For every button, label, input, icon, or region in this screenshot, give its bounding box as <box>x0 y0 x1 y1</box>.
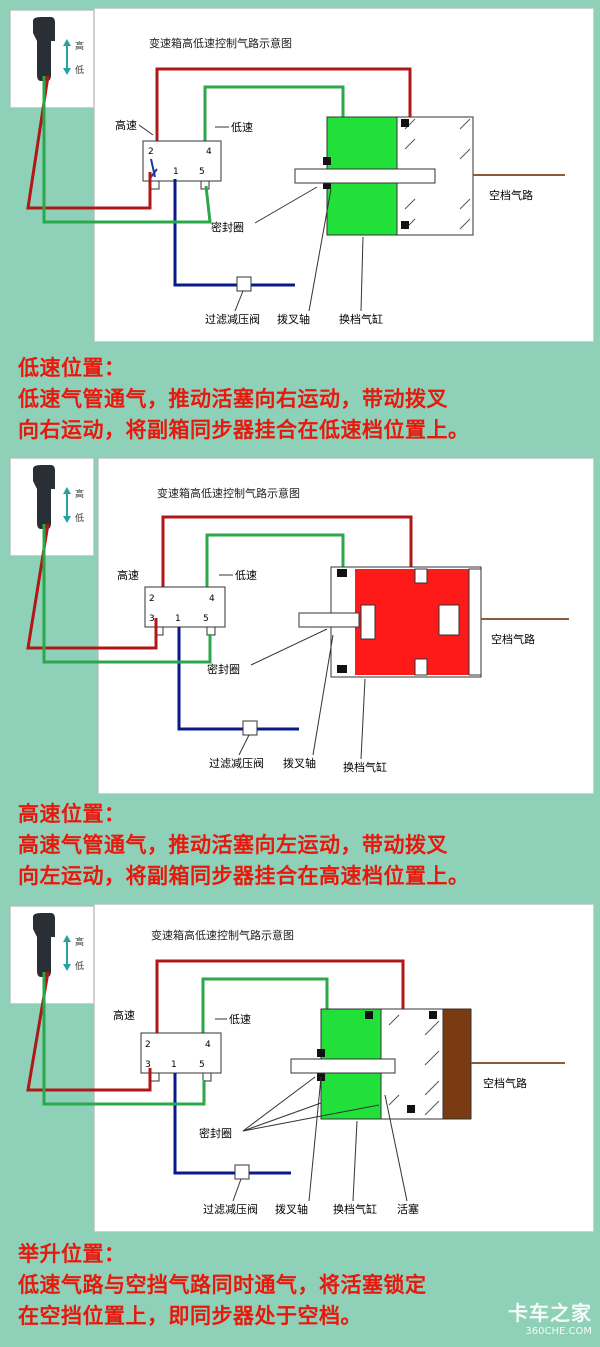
watermark: 卡车之家 360CHE.COM <box>508 1297 592 1337</box>
port-3: 3 <box>145 1060 151 1070</box>
caption-line-2: 在空挡位置上，即同步器处于空档。 <box>18 1303 362 1328</box>
diagram-high: 变速箱高低速控制气路示意图 2 4 3 1 5 高速 低速 <box>98 458 594 794</box>
knob-high-label: 高 <box>75 936 84 948</box>
label-seal: 密封圈 <box>207 662 240 676</box>
panel-lift: 高 低 变速箱高低速控制气路示意图 2 4 3 1 5 高速 低速 <box>0 900 600 1347</box>
port-5: 5 <box>199 167 205 177</box>
label-cylinder: 换档气缸 <box>339 312 383 326</box>
caption-title: 低速位置： <box>18 355 126 380</box>
caption-line-2: 向右运动，将副箱同步器挂合在低速档位置上。 <box>18 417 470 442</box>
label-neutral-air: 空档气路 <box>491 632 535 646</box>
label-cylinder: 换档气缸 <box>343 760 387 774</box>
port-2: 2 <box>145 1040 151 1050</box>
knob-low-label: 低 <box>75 512 84 524</box>
port-2: 2 <box>148 147 154 157</box>
label-seal: 密封圈 <box>199 1126 232 1140</box>
knob-high-label: 高 <box>75 40 84 52</box>
caption-title: 高速位置： <box>18 801 126 826</box>
label-low: 低速 <box>229 1013 251 1026</box>
label-high: 高速 <box>117 568 139 582</box>
port-1: 1 <box>173 167 179 177</box>
diagram-title: 变速箱高低速控制气路示意图 <box>149 36 292 50</box>
knob-low-label: 低 <box>75 64 84 76</box>
caption-line-2: 向左运动，将副箱同步器挂合在高速档位置上。 <box>18 863 470 888</box>
caption-line-1: 低速气管通气，推动活塞向右运动，带动拨叉 <box>18 386 448 411</box>
port-5: 5 <box>203 614 209 624</box>
panel-low: 高 低 变速箱高低速控制气路示意图 2 4 1 5 高速 低速 <box>0 0 600 450</box>
label-shift-fork: 拨叉轴 <box>275 1202 308 1216</box>
label-neutral-air: 空档气路 <box>483 1076 527 1090</box>
label-seal: 密封圈 <box>211 220 244 234</box>
caption-line-1: 低速气路与空挡气路同时通气，将活塞锁定 <box>18 1272 427 1297</box>
label-shift-fork: 拨叉轴 <box>283 756 316 770</box>
watermark-site: 360CHE.COM <box>525 1326 592 1337</box>
label-low: 低速 <box>235 569 257 582</box>
port-4: 4 <box>206 147 212 157</box>
diagram-lift: 变速箱高低速控制气路示意图 2 4 3 1 5 高速 低速 <box>94 904 594 1232</box>
caption-high: 高速位置： 高速气管通气，推动活塞向左运动，带动拨叉 向左运动，将副箱同步器挂合… <box>18 798 470 891</box>
label-filter-valve: 过滤减压阀 <box>209 756 264 770</box>
shift-knob-image: 高 低 <box>10 458 94 556</box>
label-neutral-air: 空档气路 <box>489 188 533 202</box>
port-1: 1 <box>175 614 181 624</box>
label-filter-valve: 过滤减压阀 <box>205 312 260 326</box>
panel-high: 高 低 变速箱高低速控制气路示意图 2 4 3 1 5 高速 低速 <box>0 452 600 898</box>
knob-low-label: 低 <box>75 960 84 972</box>
diagram-title: 变速箱高低速控制气路示意图 <box>151 928 294 942</box>
port-4: 4 <box>209 594 215 604</box>
port-1: 1 <box>171 1060 177 1070</box>
caption-lift: 举升位置： 低速气路与空挡气路同时通气，将活塞锁定 在空挡位置上，即同步器处于空… <box>18 1238 427 1331</box>
port-5: 5 <box>199 1060 205 1070</box>
label-piston: 活塞 <box>397 1202 419 1216</box>
shift-knob-image: 高 低 <box>10 10 94 108</box>
hoses-lift <box>26 971 206 1106</box>
hoses-high <box>26 523 212 664</box>
shift-knob-icon: 高 低 <box>33 913 84 977</box>
port-4: 4 <box>205 1040 211 1050</box>
port-3: 3 <box>149 614 155 624</box>
watermark-brand: 卡车之家 <box>508 1301 592 1325</box>
knob-high-label: 高 <box>75 488 84 500</box>
label-high: 高速 <box>113 1008 135 1022</box>
caption-low: 低速位置： 低速气管通气，推动活塞向右运动，带动拨叉 向右运动，将副箱同步器挂合… <box>18 352 470 445</box>
shift-knob-image: 高 低 <box>10 906 94 1004</box>
label-filter-valve: 过滤减压阀 <box>203 1202 258 1216</box>
shift-knob-icon: 高 低 <box>33 465 84 529</box>
label-cylinder: 换档气缸 <box>333 1202 377 1216</box>
caption-line-1: 高速气管通气，推动活塞向左运动，带动拨叉 <box>18 832 448 857</box>
diagram-title: 变速箱高低速控制气路示意图 <box>157 486 300 500</box>
label-low: 低速 <box>231 121 253 134</box>
label-shift-fork: 拨叉轴 <box>277 312 310 326</box>
port-2: 2 <box>149 594 155 604</box>
diagram-low: 变速箱高低速控制气路示意图 2 4 1 5 高速 低速 <box>94 8 594 342</box>
hoses-low <box>26 75 212 224</box>
label-high: 高速 <box>115 118 137 132</box>
caption-title: 举升位置： <box>18 1241 126 1266</box>
shift-knob-icon: 高 低 <box>33 17 84 81</box>
